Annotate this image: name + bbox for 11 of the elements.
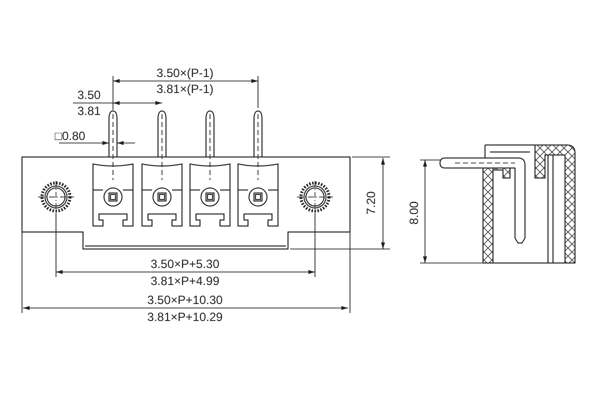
dimension-label: 3.81×(P-1) [156, 83, 214, 95]
dimension-label: 3.50×P+5.30 [150, 258, 220, 270]
dimension-label: 7.20 [365, 191, 377, 215]
dimension-label: 3.81 [77, 105, 101, 117]
dimension-label: □0.80 [54, 130, 86, 142]
dimension-label: 8.00 [408, 201, 420, 225]
dimension-label: 3.81×P+10.29 [147, 311, 223, 323]
dimension-label: 3.50×(P-1) [156, 67, 214, 79]
dimension-label: 3.50 [77, 89, 101, 101]
dimension-label: 3.81×P+4.99 [150, 275, 220, 287]
dimension-label: 3.50×P+10.30 [147, 294, 223, 306]
